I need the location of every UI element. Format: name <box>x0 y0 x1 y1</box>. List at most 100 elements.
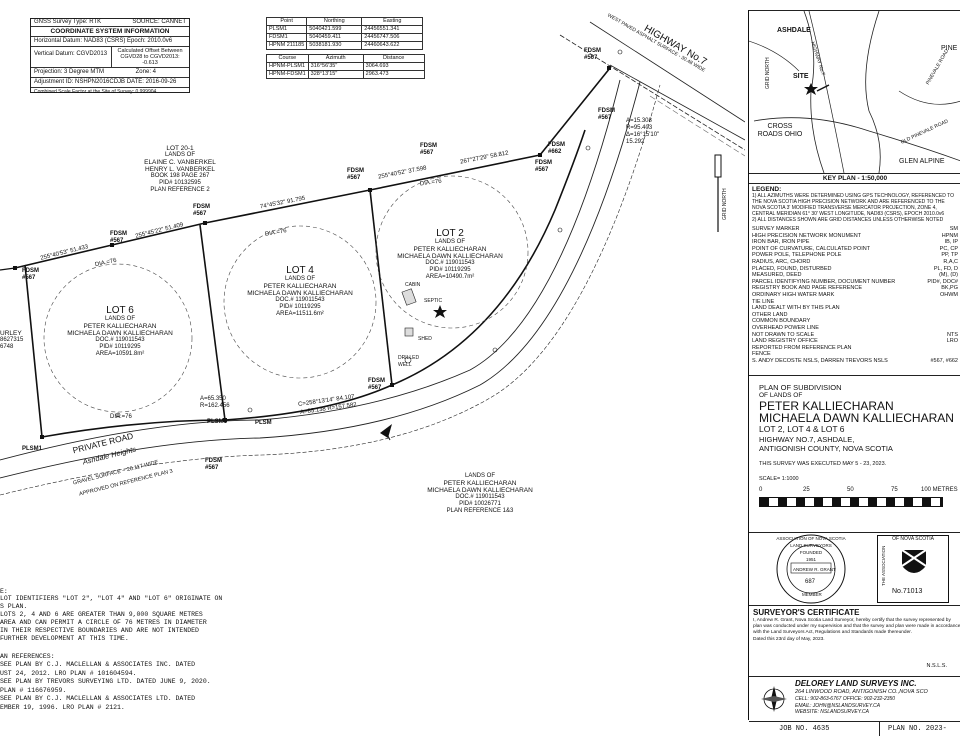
key-plan: ASHDALE SITE CROSS ROADS OHIO GLEN ALPIN… <box>749 10 960 174</box>
legend-symbol: #567, #662 <box>930 357 958 364</box>
note-line: S PLAN. <box>0 603 28 610</box>
legend-label: POWER POLE, TELEPHONE POLE <box>752 252 842 259</box>
legend-label: S. ANDY DECOSTE NSLS, DARREN TREVORS NSL… <box>752 357 888 364</box>
marker-label: FDSM #567 <box>193 204 210 217</box>
seal2-title: OF NOVA SCOTIA <box>892 536 934 542</box>
marker-label: FDSM #567 <box>535 160 552 173</box>
legend-label: POINT OF CURVATURE, CALCULATED POINT <box>752 245 871 252</box>
lot-line: PID# 10119295 <box>429 267 471 273</box>
scale-tick: 25 <box>803 487 810 493</box>
title-block: PLAN OF SUBDIVISION OF LANDS OF PETER KA… <box>749 376 960 533</box>
legend-row: REPORTED FROM REFERENCE PLAN <box>752 345 958 352</box>
curve-line: A=15.308 <box>626 118 652 124</box>
owner-2: MICHAELA DAWN KALLIECHARAN <box>759 411 954 425</box>
legend-label: LAND REGISTRY OFFICE <box>752 338 818 345</box>
seals-section: ASSOCIATION OF NOVA SCOTIA LAND SURVEYOR… <box>749 533 960 606</box>
horizontal-datum: Horizontal Datum: NAD83 (CSRS) Epoch: 20… <box>31 37 189 47</box>
legend-symbol: NTS <box>947 331 958 338</box>
legend-symbol: (M), (D) <box>939 272 958 279</box>
legend-row: LAND DEALT WITH BY THIS PLAN <box>752 305 958 312</box>
plan-lots: LOT 2, LOT 4 & LOT 6 <box>759 424 845 434</box>
plan-number: PLAN NO. 2023- <box>888 725 947 733</box>
title-panel: ASHDALE SITE CROSS ROADS OHIO GLEN ALPIN… <box>748 10 960 736</box>
cabin-label: CABIN <box>405 282 421 288</box>
keyplan-glen-alpine: GLEN ALPINE <box>899 158 945 165</box>
legend-label: RADIUS, ARC, CHORD <box>752 258 811 265</box>
scale-tick: 0 <box>759 487 763 493</box>
reference-line: PLAN # 116676959. <box>0 686 67 694</box>
lot-line: DOC.# 119011543 <box>455 494 505 500</box>
marker-label: FDSM #567 <box>420 143 437 156</box>
survey-date: THIS SURVEY WAS EXECUTED MAY 5 - 23, 202… <box>759 461 887 467</box>
lot-name: LOT 6 <box>106 305 134 316</box>
lot-line: LANDS OF <box>104 316 135 322</box>
well-label: DRILLED WELL <box>398 355 420 368</box>
curve-line: 15.292 <box>626 139 645 145</box>
reference-line: EMBER 19, 1996. LRO PLAN # 2121. <box>0 703 125 711</box>
certificate-line: I, Andrew R. Grant, Nova Scotia Land Sur… <box>753 618 951 623</box>
curve-data-bottom: A=65.350 R=162.456 <box>200 396 230 410</box>
crest-icon <box>901 549 927 573</box>
lot-name: LOT 20-1 <box>166 145 194 152</box>
owner-name: URLEY <box>0 330 22 337</box>
marker-label: FDSM #567 <box>584 48 601 61</box>
owner-name: PETER KALLIECHARAN <box>263 283 337 290</box>
scale-bar: 0 25 50 75 100 METRES <box>759 487 958 513</box>
lot-4-label: LOT 4 LANDS OF PETER KALLIECHARAN MICHAE… <box>240 265 360 318</box>
lot-area: AREA=11511.6m² <box>276 311 324 317</box>
company-address: 264 LINWOOD ROAD, ANTIGONISH CO.,NOVA SC… <box>795 689 928 695</box>
legend-symbol: PL, FD, D <box>933 265 958 272</box>
seal1-founded: FOUNDED 1951 <box>799 550 823 562</box>
owner-name: MICHAELA DAWN KALLIECHARAN <box>427 487 533 494</box>
owner-name: PETER KALLIECHARAN <box>413 246 487 253</box>
legend-note: NOVA SCOTIA 3' MODIFIED TRANSVERSE MERCA… <box>752 205 937 211</box>
curve-line: R=162.456 <box>200 403 230 409</box>
company-phone: CELL: 902-863-6767 OFFICE: 902-232-2350 <box>795 696 896 702</box>
marker-label: FDSM #567 <box>598 108 615 121</box>
seal1-name: ANDREW R. GRANT <box>793 567 836 572</box>
legend-symbol: PID#, DOC# <box>927 278 958 285</box>
lot-name: LOT 2 <box>436 228 464 239</box>
legend-label: LAND DEALT WITH BY THIS PLAN <box>752 305 840 312</box>
gnss-source: SOURCE: CANNET <box>132 19 186 25</box>
company-name: DELOREY LAND SURVEYS INC. <box>795 679 917 688</box>
compass-icon <box>761 686 787 712</box>
certificate-nsls: N.S.L.S. <box>926 663 947 669</box>
plan-drawing <box>0 21 745 496</box>
shed-label: SHED <box>418 336 432 342</box>
association-seal: OF NOVA SCOTIA THE ASSOCIATION No.71013 <box>877 535 949 603</box>
keyplan-site: SITE <box>793 73 809 80</box>
owner-name: PETER KALLIECHARAN <box>443 480 517 487</box>
surveyor-seal <box>776 534 846 604</box>
reference-line: SEE PLAN BY C.J. MACLELLAN & ASSOCIATES … <box>0 695 196 702</box>
lot-line: PID# 10026771 <box>459 501 501 507</box>
legend-symbol: PC, CP <box>939 245 958 252</box>
curve-data: A=15.308 R=95.403 Δ=16°15'10" 15.292 <box>626 118 659 146</box>
legend-symbol: HPNM <box>941 232 958 239</box>
plan-scale: SCALE= 1:1000 <box>759 476 799 482</box>
legend-note: 1) ALL AZIMUTHS WERE DETERMINED USING GP… <box>752 193 954 199</box>
reference-line: UST 24, 2012. LRO PLAN # 101604594. <box>0 669 137 677</box>
legend-symbol: BK,PG <box>941 285 958 292</box>
legend-label: SURVEY MARKER <box>752 226 800 232</box>
notes-heading: E: <box>0 588 8 595</box>
grid-north-label: GRID NORTH <box>722 188 728 220</box>
plan-type: PLAN OF SUBDIVISION <box>759 383 842 392</box>
curve-line: A=65.350 <box>200 396 226 402</box>
legend-row: FENCE <box>752 351 958 358</box>
dia-label: DIA.=76 <box>110 414 132 420</box>
table-cell: 2963.473 <box>362 70 425 79</box>
lot-line: BOOK 198 PAGE 267 <box>150 173 210 179</box>
scale-bar-graphic <box>759 497 943 507</box>
lot-2-label: LOT 2 LANDS OF PETER KALLIECHARAN MICHAE… <box>390 228 510 281</box>
certificate-title: SURVEYOR'S CERTIFICATE <box>753 608 860 617</box>
legend-row: OTHER LAND <box>752 312 958 319</box>
table-cell: HPNM 211185 <box>265 41 308 50</box>
calculated-offset: Calculated Offset Between CGVD28 to CGVD… <box>117 48 183 66</box>
lot-line: DOC.# 119011543 <box>275 297 325 303</box>
